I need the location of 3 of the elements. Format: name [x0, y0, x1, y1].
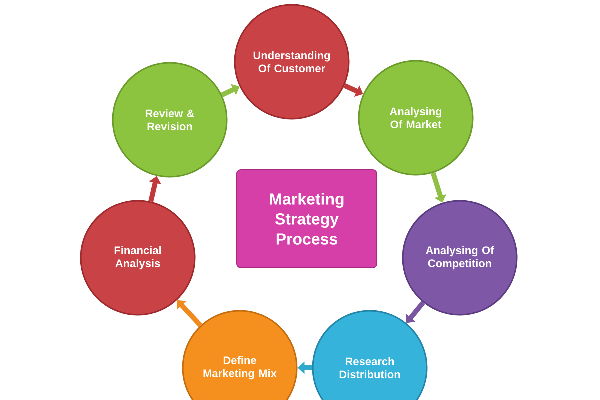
- block-arrow: [406, 301, 426, 324]
- center-box: Marketing Strategy Process: [236, 170, 378, 268]
- block-arrow: [177, 300, 203, 328]
